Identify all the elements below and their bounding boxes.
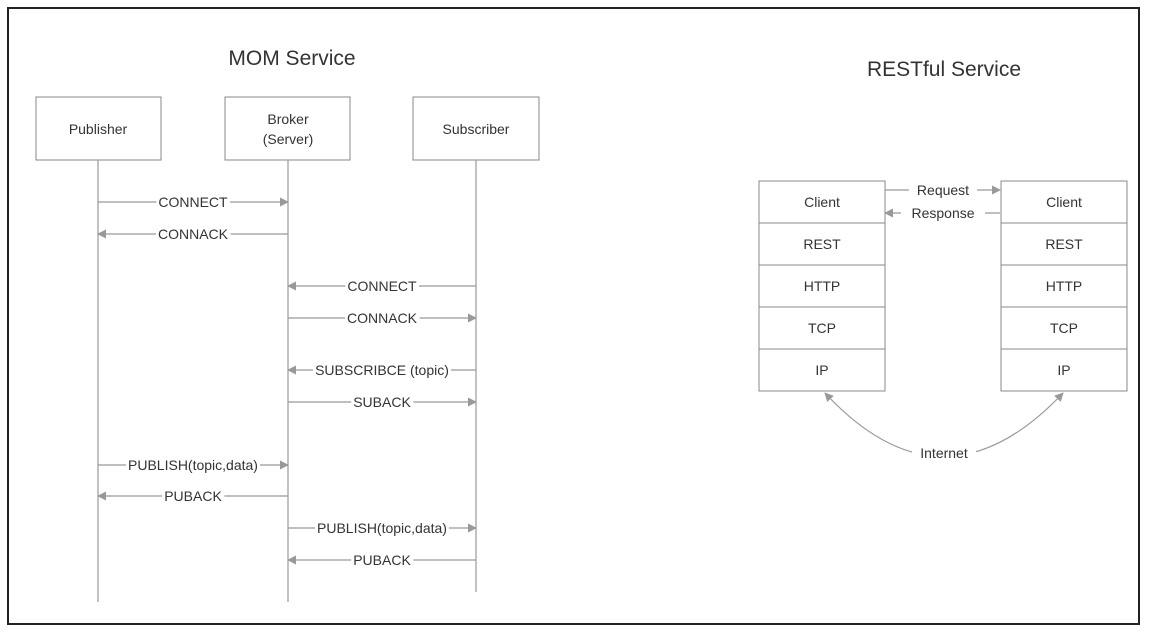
broker-label-line2: (Server) xyxy=(263,131,314,147)
stack-layer-label: IP xyxy=(1057,362,1070,378)
stack-layer: IP xyxy=(1000,348,1128,392)
stack-layer: Client xyxy=(758,180,886,224)
stack-layer-label: HTTP xyxy=(804,278,841,294)
message-label: CONNECT xyxy=(347,278,417,294)
request-label: Request xyxy=(917,182,969,198)
stack-layer-label: REST xyxy=(1045,236,1083,252)
message-arrow: CONNECT xyxy=(98,194,289,210)
publisher-label: Publisher xyxy=(69,121,128,137)
message-label: PUBLISH(topic,data) xyxy=(317,520,447,536)
message-label: PUBACK xyxy=(353,552,411,568)
message-arrow: PUBACK xyxy=(97,488,288,504)
message-label: SUBACK xyxy=(353,394,411,410)
message-label: CONNACK xyxy=(158,226,229,242)
stack-layer-label: Client xyxy=(804,194,840,210)
internet-label: Internet xyxy=(920,445,968,461)
stack-layer-label: TCP xyxy=(808,320,836,336)
mom-title: MOM Service xyxy=(228,47,355,70)
message-label: SUBSCRIBCE (topic) xyxy=(315,362,449,378)
internet-connection: Internet xyxy=(824,392,1064,461)
stack-layer: REST xyxy=(758,222,886,266)
message-arrow: CONNACK xyxy=(288,310,477,326)
message-label: PUBACK xyxy=(164,488,222,504)
diagram-frame xyxy=(7,7,1140,625)
message-label: CONNACK xyxy=(347,310,418,326)
message-arrow: SUBACK xyxy=(288,394,477,410)
request-arrow: Request xyxy=(885,182,1001,198)
stack-layer-label: REST xyxy=(803,236,841,252)
stack-layer: TCP xyxy=(758,306,886,350)
response-arrow: Response xyxy=(884,205,1000,221)
participant-subscriber: Subscriber xyxy=(412,96,540,161)
stack-layer-label: IP xyxy=(815,362,828,378)
message-arrow: PUBLISH(topic,data) xyxy=(98,457,289,473)
stack-layer: TCP xyxy=(1000,306,1128,350)
message-list: CONNECT CONNACK CONNECT CONNACK SUBSCRIBCE (… xyxy=(97,194,477,568)
subscriber-label: Subscriber xyxy=(443,121,510,137)
stack-layer-label: TCP xyxy=(1050,320,1078,336)
broker-label-line1: Broker xyxy=(267,111,309,127)
participant-broker: Broker (Server) xyxy=(224,96,351,161)
message-arrow: CONNECT xyxy=(287,278,476,294)
message-arrow: SUBSCRIBCE (topic) xyxy=(287,362,476,378)
stack-layer: HTTP xyxy=(758,264,886,308)
rest-title: RESTful Service xyxy=(867,58,1021,81)
stack-layer: REST xyxy=(1000,222,1128,266)
stack-layer: Client xyxy=(1000,180,1128,224)
message-label: PUBLISH(topic,data) xyxy=(128,457,258,473)
message-arrow: PUBLISH(topic,data) xyxy=(288,520,477,536)
stack-layer: HTTP xyxy=(1000,264,1128,308)
message-label: CONNECT xyxy=(158,194,228,210)
stack-layer-label: HTTP xyxy=(1046,278,1083,294)
response-label: Response xyxy=(911,205,974,221)
stack-layer-label: Client xyxy=(1046,194,1082,210)
message-arrow: PUBACK xyxy=(287,552,476,568)
message-arrow: CONNACK xyxy=(97,226,288,242)
participant-publisher: Publisher xyxy=(35,96,162,161)
stack-layer: IP xyxy=(758,348,886,392)
